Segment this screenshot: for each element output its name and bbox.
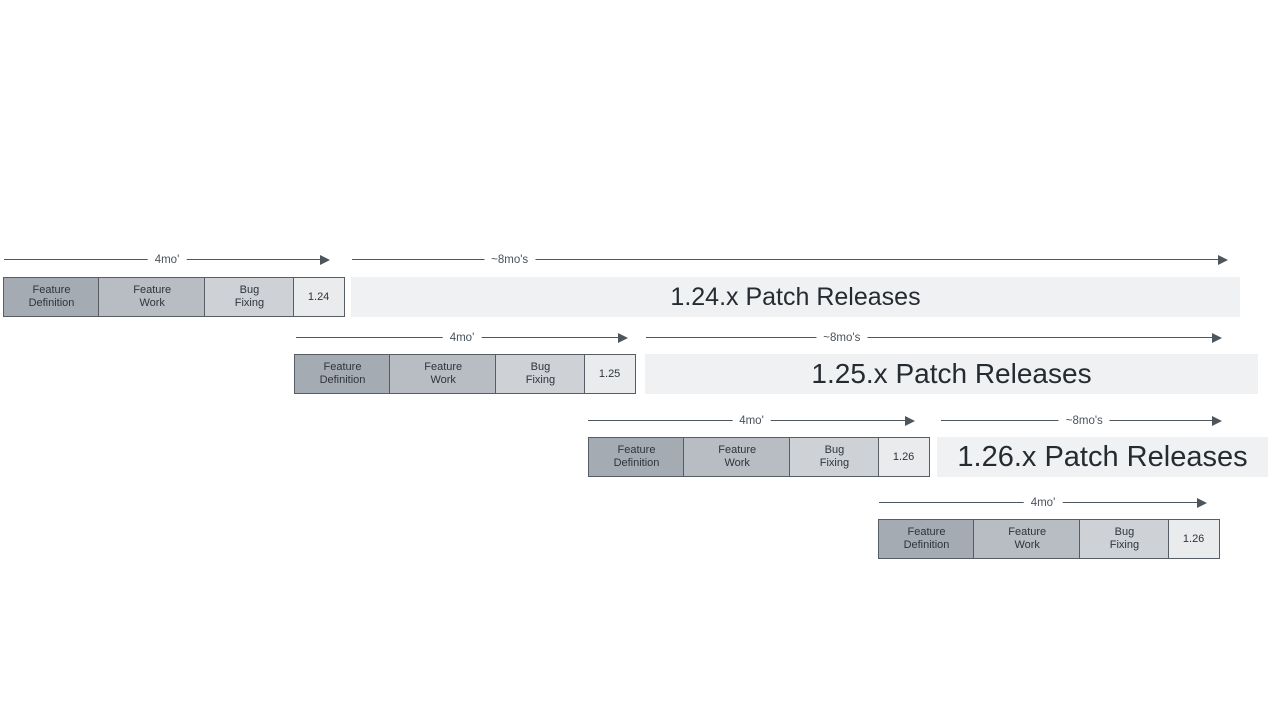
phase-box-feature-work: Feature Work xyxy=(389,354,498,394)
arrow-line xyxy=(352,259,1223,260)
patch-releases-label: 1.25.x Patch Releases xyxy=(811,358,1092,389)
phase-label-line1: Bug xyxy=(530,361,551,373)
phase-box-feature-definition: Feature Definition xyxy=(878,519,975,559)
release-cycle-row: Feature Definition Feature Work Bug Fixi… xyxy=(294,354,636,394)
phase-label-line2: Definition xyxy=(613,457,660,469)
release-cycle-row: Feature Definition Feature Work Bug Fixi… xyxy=(588,437,930,477)
phase-box-bug-fixing: Bug Fixing xyxy=(789,437,880,477)
phase-label-line1: Feature xyxy=(323,361,362,373)
phase-label-line1: Feature xyxy=(617,444,656,456)
phase-box-feature-work: Feature Work xyxy=(973,519,1082,559)
cycle-duration-label: 4mo' xyxy=(1023,495,1063,512)
phase-label-line1: Feature xyxy=(1008,526,1047,538)
patch-duration-arrow: ~8mo's xyxy=(941,413,1222,431)
release-cycle-row: Feature Definition Feature Work Bug Fixi… xyxy=(878,519,1220,559)
phase-box-feature-work: Feature Work xyxy=(98,277,207,317)
cycle-duration-arrow: 4mo' xyxy=(4,252,330,270)
phase-label-line1: Feature xyxy=(32,284,71,296)
arrowhead-icon xyxy=(1212,416,1222,426)
cycle-duration-arrow: 4mo' xyxy=(879,495,1207,513)
phase-label-line1: Feature xyxy=(133,284,172,296)
version-box: 1.26 xyxy=(877,437,930,477)
version-label: 1.25 xyxy=(598,367,621,380)
cycle-duration-label: 4mo' xyxy=(732,413,771,430)
patch-releases-bar: 1.24.x Patch Releases xyxy=(351,277,1240,317)
version-box: 1.26 xyxy=(1167,519,1220,559)
phase-label-line2: Fixing xyxy=(819,457,850,469)
phase-label-line1: Bug xyxy=(824,444,845,456)
patch-releases-label: 1.26.x Patch Releases xyxy=(957,440,1248,473)
phase-label-line2: Fixing xyxy=(525,374,556,386)
patch-releases-bar: 1.26.x Patch Releases xyxy=(937,437,1268,477)
phase-label-line2: Fixing xyxy=(1109,539,1140,551)
cycle-duration-arrow: 4mo' xyxy=(296,330,628,348)
cycle-duration-label: 4mo' xyxy=(147,252,187,269)
phase-box-bug-fixing: Bug Fixing xyxy=(204,277,295,317)
phase-label-line2: Definition xyxy=(319,374,366,386)
version-box: 1.24 xyxy=(292,277,345,317)
phase-box-feature-definition: Feature Definition xyxy=(588,437,685,477)
cycle-duration-arrow: 4mo' xyxy=(588,413,915,431)
patch-releases-bar: 1.25.x Patch Releases xyxy=(645,354,1258,394)
patch-duration-arrow: ~8mo's xyxy=(646,330,1222,348)
phase-box-bug-fixing: Bug Fixing xyxy=(495,354,586,394)
arrowhead-icon xyxy=(618,333,628,343)
phase-label-line2: Definition xyxy=(903,539,950,551)
patch-duration-label: ~8mo's xyxy=(1058,413,1110,430)
arrowhead-icon xyxy=(905,416,915,426)
arrowhead-icon xyxy=(1218,255,1228,265)
phase-label-line1: Feature xyxy=(718,444,757,456)
version-label: 1.26 xyxy=(892,450,915,463)
release-cycle-row: Feature Definition Feature Work Bug Fixi… xyxy=(3,277,345,317)
arrowhead-icon xyxy=(1197,498,1207,508)
phase-label-line2: Work xyxy=(139,297,165,309)
version-label: 1.26 xyxy=(1182,532,1205,545)
phase-box-feature-work: Feature Work xyxy=(683,437,792,477)
phase-label-line1: Feature xyxy=(424,361,463,373)
patch-duration-label: ~8mo's xyxy=(816,330,868,347)
phase-label-line2: Work xyxy=(430,374,456,386)
phase-label-line2: Fixing xyxy=(234,297,265,309)
phase-box-bug-fixing: Bug Fixing xyxy=(1079,519,1170,559)
cycle-duration-label: 4mo' xyxy=(442,330,482,347)
patch-duration-arrow: ~8mo's xyxy=(352,252,1228,270)
patch-releases-label: 1.24.x Patch Releases xyxy=(670,282,921,311)
phase-label-line1: Feature xyxy=(907,526,946,538)
arrow-line xyxy=(646,337,1217,338)
phase-label-line2: Work xyxy=(724,457,750,469)
phase-box-feature-definition: Feature Definition xyxy=(294,354,391,394)
version-box: 1.25 xyxy=(583,354,636,394)
arrowhead-icon xyxy=(320,255,330,265)
phase-box-feature-definition: Feature Definition xyxy=(3,277,100,317)
arrowhead-icon xyxy=(1212,333,1222,343)
patch-duration-label: ~8mo's xyxy=(484,252,536,269)
phase-label-line2: Work xyxy=(1014,539,1040,551)
phase-label-line1: Bug xyxy=(1114,526,1135,538)
phase-label-line1: Bug xyxy=(239,284,260,296)
phase-label-line2: Definition xyxy=(28,297,75,309)
version-label: 1.24 xyxy=(307,290,330,303)
